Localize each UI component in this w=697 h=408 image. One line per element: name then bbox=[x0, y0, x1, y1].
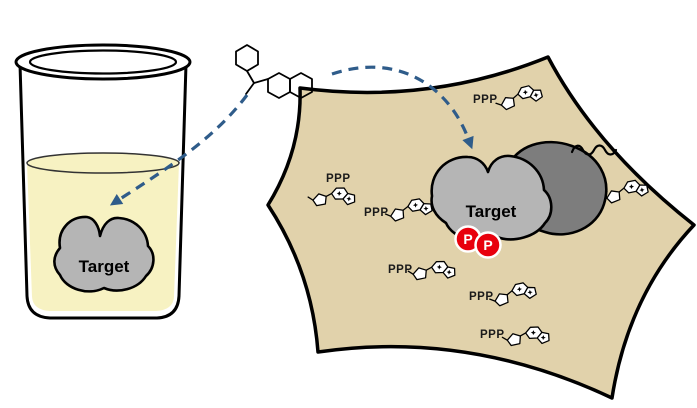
ppp-label: PPP bbox=[469, 291, 494, 303]
liquid-surface bbox=[26, 152, 180, 174]
beaker-rim bbox=[14, 43, 192, 81]
phospho-label-right: P bbox=[483, 237, 492, 253]
nucleotide: PPP bbox=[306, 173, 357, 211]
cell: PPP PPP PPP PPP PPP PPP PPP bbox=[266, 55, 696, 400]
target-protein-blob-beaker bbox=[53, 215, 155, 293]
small-molecule-structure bbox=[235, 44, 313, 99]
ppp-label: PPP bbox=[480, 329, 505, 341]
nucleotide: PPP bbox=[388, 257, 457, 284]
ppp-label: PPP bbox=[326, 173, 351, 185]
molecule-methyl-branch bbox=[245, 82, 255, 95]
modification-squiggle-line bbox=[570, 144, 618, 156]
phosphorylation-marks: P P bbox=[454, 225, 502, 259]
beaker: Target bbox=[14, 43, 192, 320]
ppp-label: PPP bbox=[473, 94, 498, 106]
target-protein-blob-cell bbox=[430, 154, 553, 242]
arrow-to-cell bbox=[331, 65, 470, 139]
arrowhead-beaker bbox=[109, 193, 124, 206]
molecule-chain bbox=[246, 70, 269, 84]
molecule-ring-fused-left bbox=[267, 72, 291, 99]
target-label-cell: Target bbox=[466, 202, 517, 221]
arrowhead-cell bbox=[462, 135, 474, 150]
molecule-ring-top bbox=[235, 44, 259, 72]
ppp-label: PPP bbox=[388, 264, 413, 276]
nucleotide: PPP bbox=[480, 323, 551, 349]
arrows bbox=[109, 65, 474, 206]
arrow-to-beaker bbox=[119, 94, 249, 201]
ppp-label: PPP bbox=[364, 207, 389, 219]
beaker-rim-inner bbox=[28, 49, 178, 75]
molecule-ring-fused-right bbox=[289, 72, 313, 99]
nucleotide: PPP bbox=[473, 83, 545, 112]
nucleotide: PPP bbox=[364, 197, 434, 223]
target-label-beaker: Target bbox=[79, 257, 130, 276]
phospho-label-left: P bbox=[463, 231, 472, 247]
nucleotide: PPP bbox=[469, 280, 538, 308]
phospho-circle-right bbox=[474, 231, 502, 259]
